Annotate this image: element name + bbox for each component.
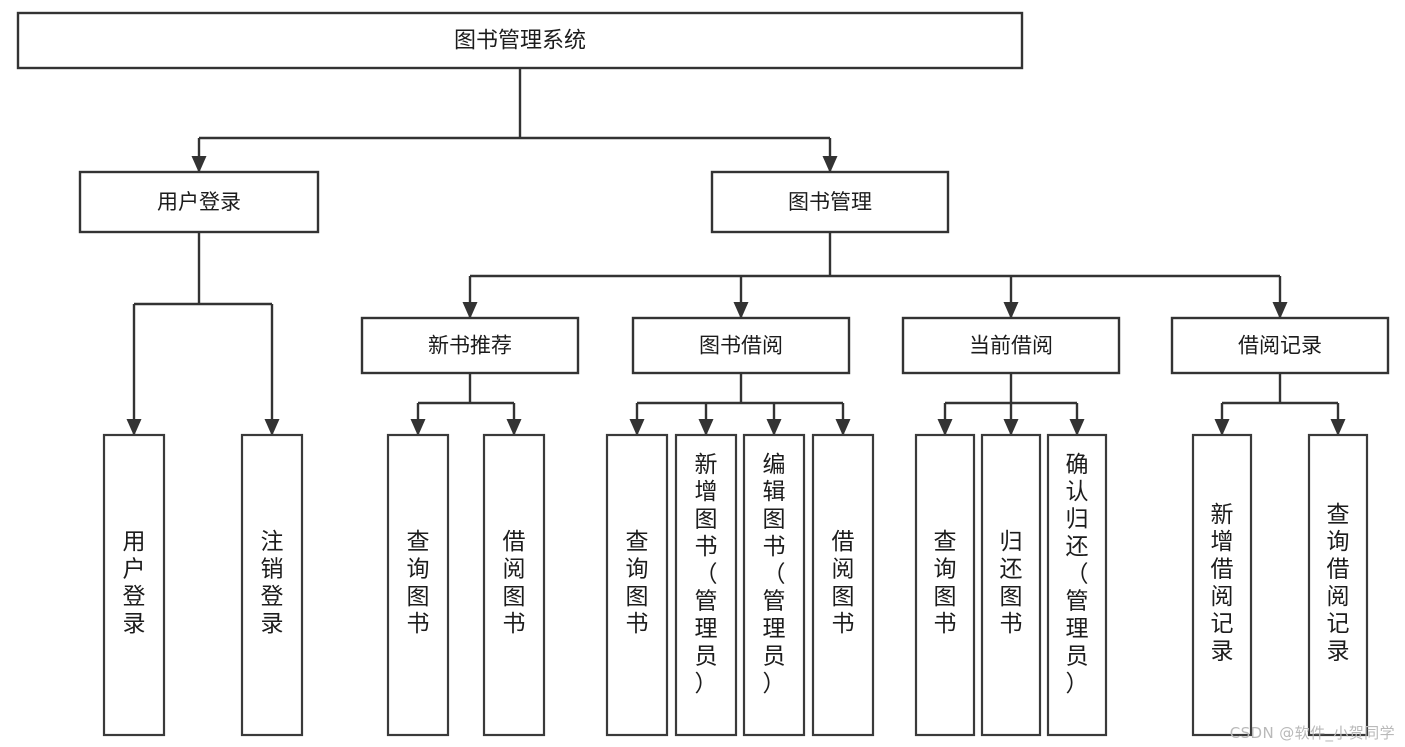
nodes-layer: 图书管理系统用户登录图书管理新书推荐图书借阅当前借阅借阅记录用户登录注销登录查询… — [16, 11, 1390, 737]
node-label-borrow-record: 借阅记录 — [1238, 334, 1322, 358]
node-label-leaf-query-borrow-record: 查询借阅记录 — [1327, 502, 1350, 665]
node-box-leaf-user-login — [102, 433, 166, 737]
arrow-head-icon — [1069, 419, 1085, 436]
node-box-borrow-record — [1170, 316, 1390, 375]
node-box-new-book-recommend — [360, 316, 580, 375]
arrow-head-icon — [462, 302, 478, 319]
node-label-leaf-query-book-2: 查询图书 — [626, 529, 649, 637]
node-leaf-confirm-return-admin[interactable]: 确认归还（管理员） — [1046, 433, 1108, 737]
node-new-book-recommend[interactable]: 新书推荐 — [360, 316, 580, 375]
node-box-leaf-add-book-admin — [674, 433, 738, 737]
node-leaf-add-borrow-record[interactable]: 新增借阅记录 — [1191, 433, 1253, 737]
node-leaf-query-book-3[interactable]: 查询图书 — [914, 433, 976, 737]
node-box-leaf-borrow-book-1 — [482, 433, 546, 737]
arrow-head-icon — [835, 419, 851, 436]
node-current-borrow[interactable]: 当前借阅 — [901, 316, 1121, 375]
arrow-head-icon — [264, 419, 280, 436]
node-box-book-manage — [710, 170, 950, 234]
node-leaf-query-book-2[interactable]: 查询图书 — [605, 433, 669, 737]
node-label-leaf-borrow-book-2: 借阅图书 — [832, 529, 855, 637]
node-label-leaf-query-book-1: 查询图书 — [407, 529, 430, 637]
edges-layer — [126, 68, 1346, 436]
node-leaf-user-logout[interactable]: 注销登录 — [240, 433, 304, 737]
node-box-leaf-return-book — [980, 433, 1042, 737]
node-label-book-manage: 图书管理 — [788, 190, 872, 214]
arrow-head-icon — [191, 156, 207, 173]
node-book-borrow[interactable]: 图书借阅 — [631, 316, 851, 375]
edge-group-user-login — [126, 232, 280, 436]
node-book-manage[interactable]: 图书管理 — [710, 170, 950, 234]
node-label-leaf-confirm-return-admin: 确认归还（管理员） — [1066, 452, 1089, 697]
node-label-leaf-query-book-3: 查询图书 — [934, 529, 957, 637]
edge-group-borrow-record — [1214, 373, 1346, 436]
node-label-new-book-recommend: 新书推荐 — [428, 334, 512, 358]
arrow-head-icon — [1003, 302, 1019, 319]
arrow-head-icon — [1330, 419, 1346, 436]
node-box-root — [16, 11, 1024, 70]
edge-group-book-borrow — [629, 373, 851, 436]
node-box-leaf-edit-book-admin — [742, 433, 806, 737]
node-label-leaf-add-book-admin: 新增图书（管理员） — [695, 452, 718, 697]
node-box-current-borrow — [901, 316, 1121, 375]
node-label-book-borrow: 图书借阅 — [699, 334, 783, 358]
node-label-leaf-return-book: 归还图书 — [1000, 529, 1023, 637]
node-label-leaf-edit-book-admin: 编辑图书（管理员） — [763, 452, 786, 697]
edge-group-current-borrow — [937, 373, 1085, 436]
arrow-head-icon — [1003, 419, 1019, 436]
node-label-leaf-user-logout: 注销登录 — [261, 529, 284, 637]
node-leaf-user-login[interactable]: 用户登录 — [102, 433, 166, 737]
watermark-text: CSDN @软件_小贺同学 — [1229, 724, 1395, 742]
arrow-head-icon — [937, 419, 953, 436]
node-box-leaf-query-book-3 — [914, 433, 976, 737]
node-label-leaf-add-borrow-record: 新增借阅记录 — [1211, 502, 1234, 665]
node-label-leaf-user-login: 用户登录 — [123, 529, 146, 637]
node-leaf-query-borrow-record[interactable]: 查询借阅记录 — [1307, 433, 1369, 737]
arrow-head-icon — [410, 419, 426, 436]
arrow-head-icon — [126, 419, 142, 436]
node-leaf-return-book[interactable]: 归还图书 — [980, 433, 1042, 737]
node-box-leaf-user-logout — [240, 433, 304, 737]
node-leaf-edit-book-admin[interactable]: 编辑图书（管理员） — [742, 433, 806, 737]
node-user-login[interactable]: 用户登录 — [78, 170, 320, 234]
node-box-leaf-borrow-book-2 — [811, 433, 875, 737]
node-leaf-query-book-1[interactable]: 查询图书 — [386, 433, 450, 737]
node-box-leaf-confirm-return-admin — [1046, 433, 1108, 737]
node-box-leaf-query-book-2 — [605, 433, 669, 737]
edge-group-root — [191, 68, 838, 173]
arrow-head-icon — [629, 419, 645, 436]
node-leaf-add-book-admin[interactable]: 新增图书（管理员） — [674, 433, 738, 737]
node-box-leaf-add-borrow-record — [1191, 433, 1253, 737]
arrow-head-icon — [822, 156, 838, 173]
node-label-leaf-borrow-book-1: 借阅图书 — [503, 529, 526, 637]
node-box-leaf-query-book-1 — [386, 433, 450, 737]
arrow-head-icon — [1272, 302, 1288, 319]
arrow-head-icon — [1214, 419, 1230, 436]
node-box-book-borrow — [631, 316, 851, 375]
arrow-head-icon — [506, 419, 522, 436]
arrow-head-icon — [698, 419, 714, 436]
node-label-root: 图书管理系统 — [454, 29, 586, 54]
arrow-head-icon — [733, 302, 749, 319]
edge-group-book-manage — [462, 232, 1288, 319]
node-root[interactable]: 图书管理系统 — [16, 11, 1024, 70]
node-borrow-record[interactable]: 借阅记录 — [1170, 316, 1390, 375]
node-label-user-login: 用户登录 — [157, 190, 241, 214]
node-label-current-borrow: 当前借阅 — [969, 334, 1053, 358]
node-leaf-borrow-book-1[interactable]: 借阅图书 — [482, 433, 546, 737]
node-box-leaf-query-borrow-record — [1307, 433, 1369, 737]
node-leaf-borrow-book-2[interactable]: 借阅图书 — [811, 433, 875, 737]
edge-group-new-book-recommend — [410, 373, 522, 436]
node-box-user-login — [78, 170, 320, 234]
arrow-head-icon — [766, 419, 782, 436]
